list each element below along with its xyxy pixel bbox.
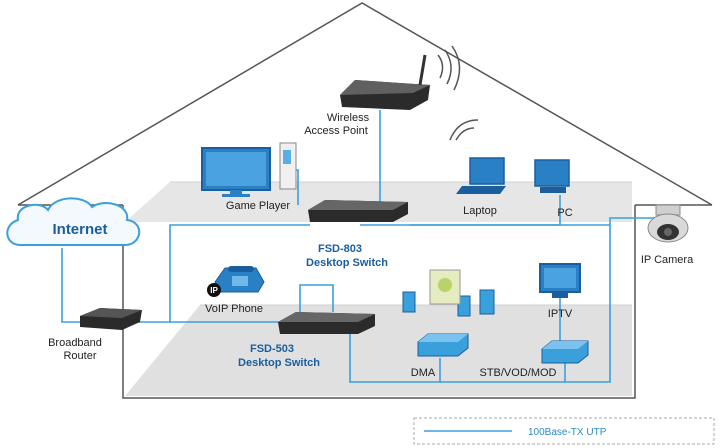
fsd-803-switch-icon xyxy=(308,200,408,222)
internet-label: Internet xyxy=(52,221,107,238)
game-player-icon xyxy=(201,142,297,197)
dma-device-icon xyxy=(417,333,469,357)
dma-label: DMA xyxy=(411,367,436,379)
wireless-ap-label-line2: Access Point xyxy=(304,125,368,137)
wireless-ap-label-line1: Wireless xyxy=(327,112,370,124)
fsd-803-model-label: FSD-803 xyxy=(318,243,362,255)
fsd-503-model-label: FSD-503 xyxy=(250,343,294,355)
voip-phone-label: VoIP Phone xyxy=(205,303,263,315)
stb-device-icon xyxy=(541,340,589,364)
voip-ip-badge: IP xyxy=(210,286,218,295)
iptv-label: IPTV xyxy=(548,308,573,320)
internet-cloud: Internet xyxy=(6,197,141,246)
iptv-icon xyxy=(539,263,581,298)
broadband-router-label-line1: Broadband xyxy=(48,337,102,349)
ip-camera-label: IP Camera xyxy=(641,254,694,266)
wireless-access-point-icon xyxy=(340,45,461,110)
fsd-803-type-label: Desktop Switch xyxy=(306,257,388,269)
stb-label: STB/VOD/MOD xyxy=(479,367,556,379)
fsd-503-switch-icon xyxy=(278,312,375,334)
pc-label: PC xyxy=(557,207,572,219)
legend-box: 100Base-TX UTP xyxy=(413,417,715,445)
pc-icon xyxy=(534,159,570,193)
fsd-503-type-label: Desktop Switch xyxy=(238,357,320,369)
game-player-label: Game Player xyxy=(226,200,291,212)
ip-camera-icon xyxy=(647,204,689,243)
laptop-icon xyxy=(449,119,506,194)
laptop-label: Laptop xyxy=(463,205,497,217)
voip-phone-icon: IP xyxy=(207,266,265,297)
broadband-router-icon xyxy=(80,308,142,330)
broadband-router-label-line2: Router xyxy=(63,350,96,362)
dma-speakers-icon xyxy=(402,269,495,317)
legend-label: 100Base-TX UTP xyxy=(528,427,607,438)
